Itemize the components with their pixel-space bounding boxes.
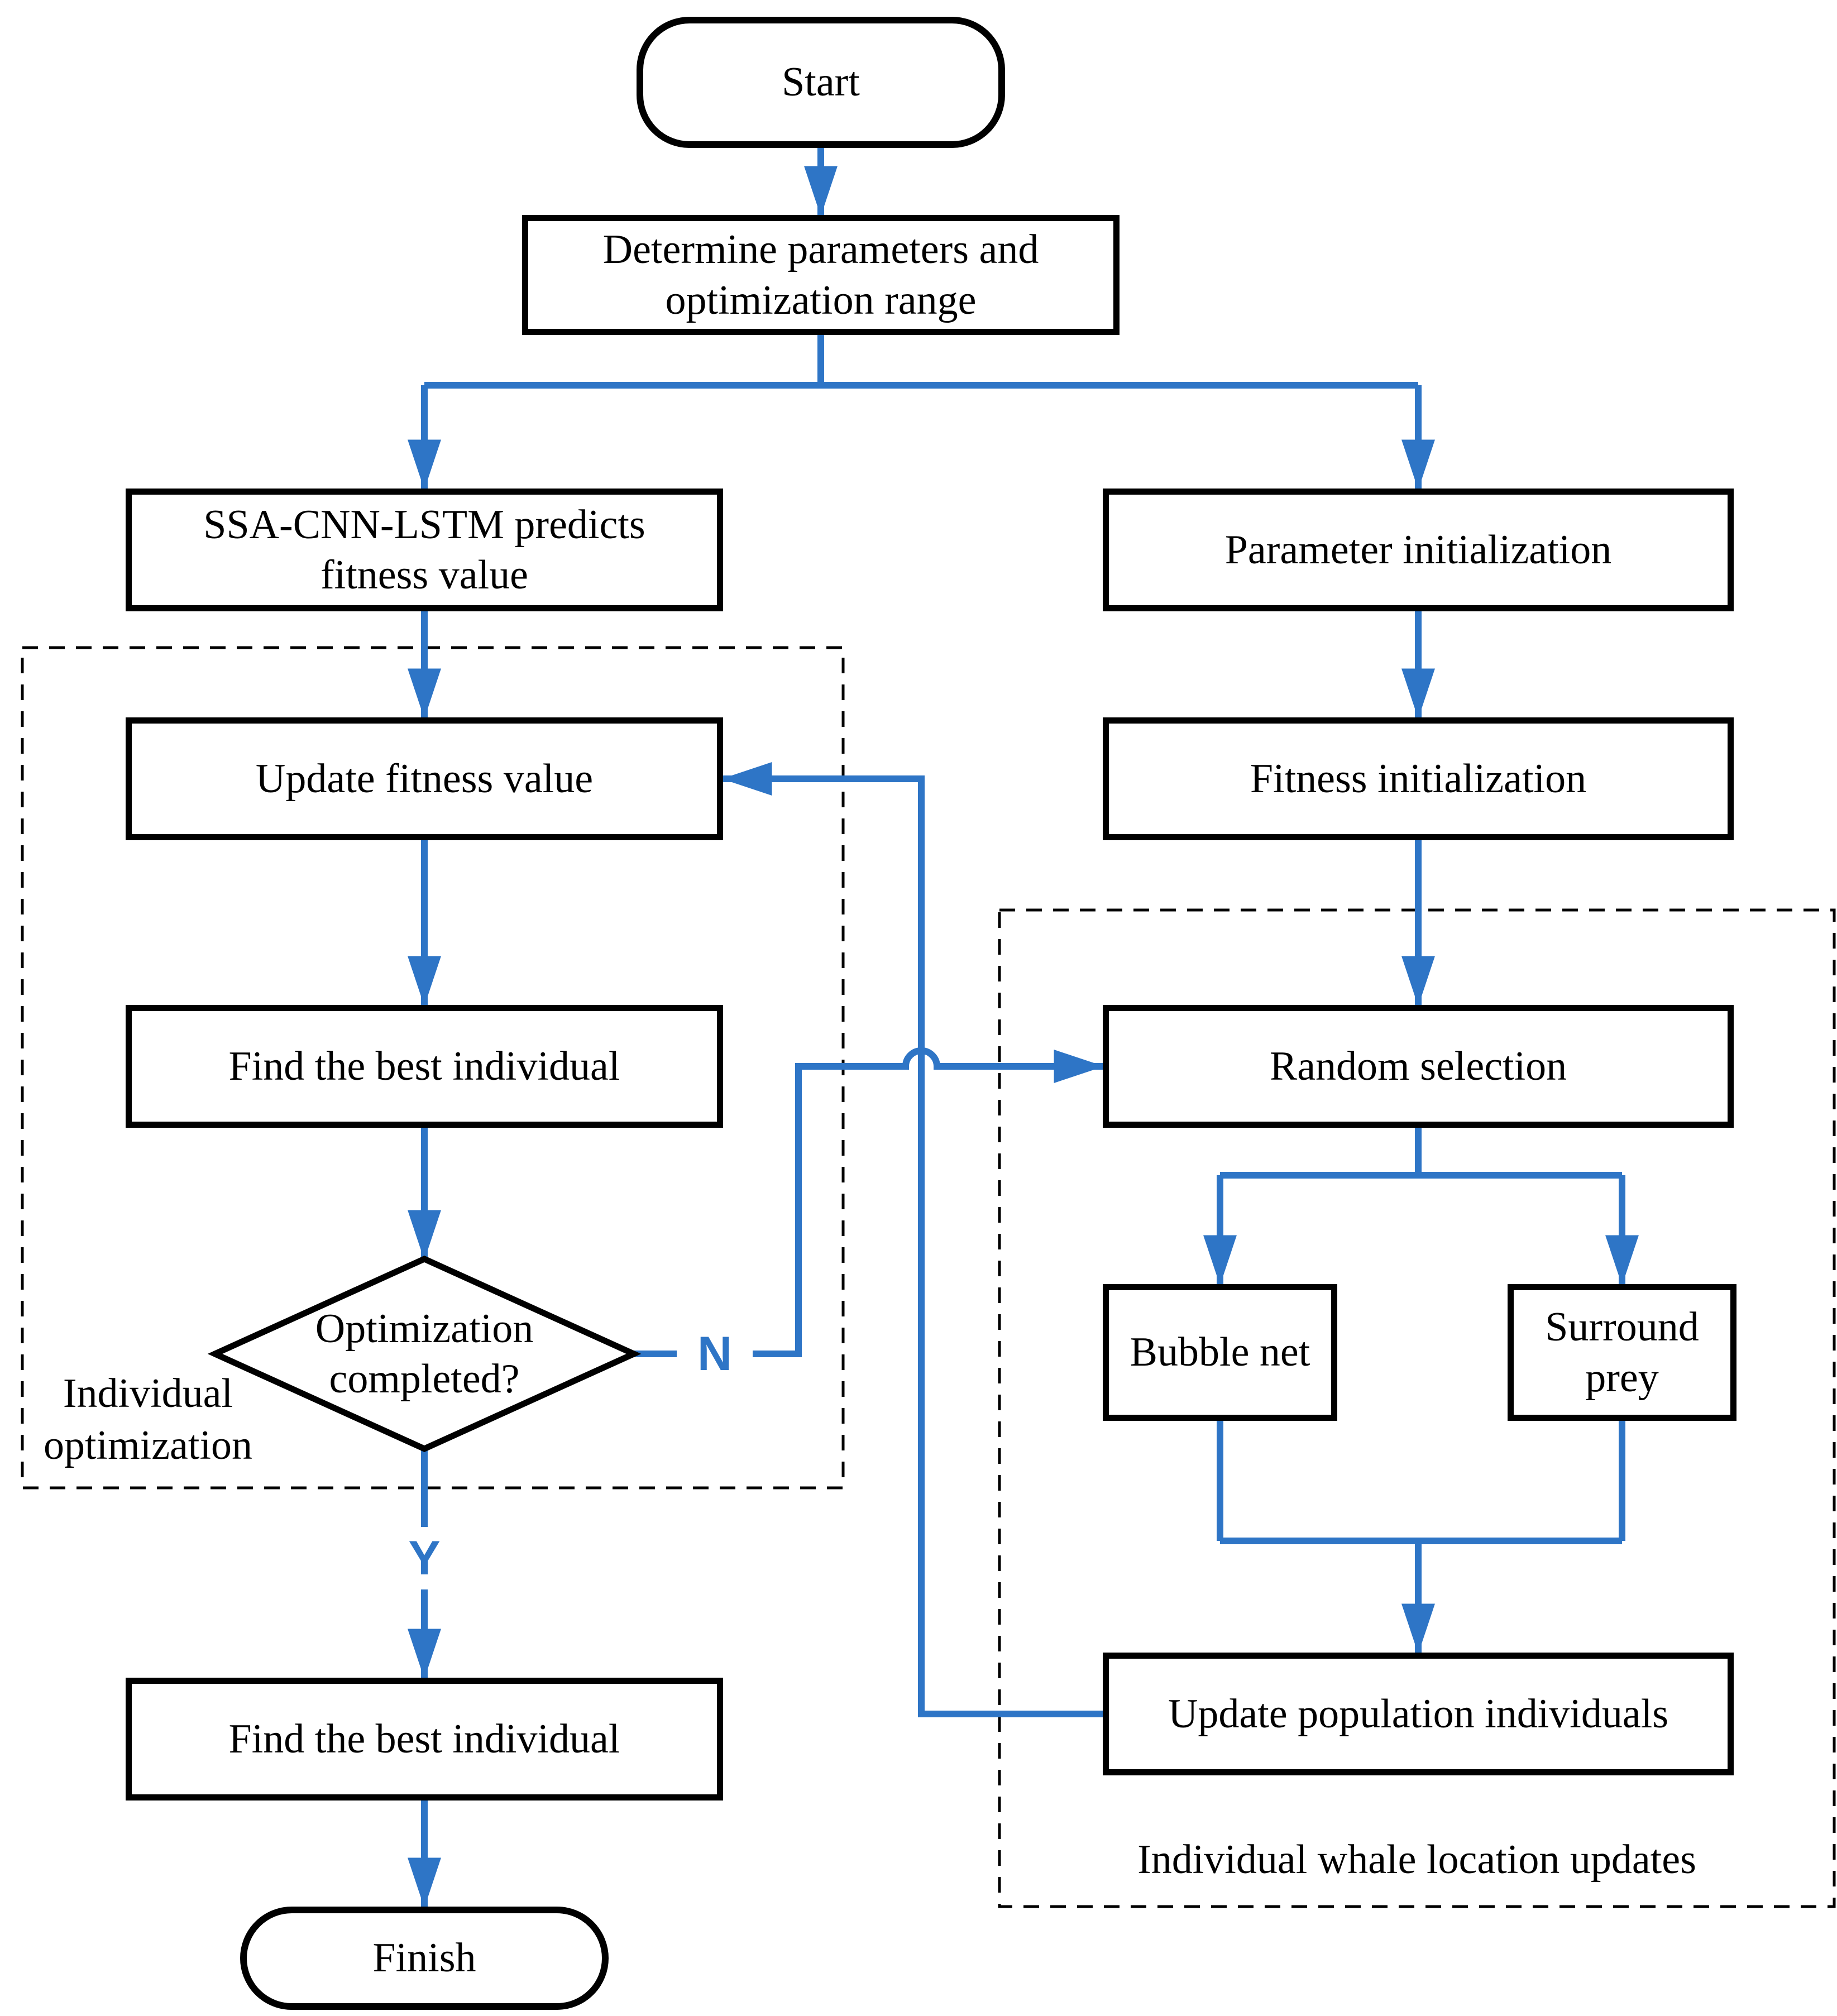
node-parameter-initialization: Parameter initialization	[1103, 489, 1734, 611]
decision-label: Optimization completed?	[315, 1305, 534, 1402]
edge-bubble-surround-merge	[1217, 1421, 1625, 1544]
group-individual-optimization-label: Individual optimization	[43, 1371, 253, 1468]
node-random-selection: Random selection	[1103, 1005, 1734, 1128]
node-fitness-initialization: Fitness initialization	[1103, 717, 1734, 840]
decision-no-label: N	[677, 1322, 753, 1386]
node-finish: Finish	[240, 1907, 609, 2010]
edge-update-population-update-fitness	[721, 762, 1103, 1717]
node-bubble-net: Bubble net	[1103, 1284, 1337, 1421]
edge-random-selection-split	[1220, 1128, 1622, 1179]
node-ssa-cnn-lstm-predict: SSA-CNN-LSTM predicts fitness value	[126, 489, 723, 611]
node-start: Start	[637, 17, 1005, 148]
node-find-best-individual-2: Find the best individual	[126, 1678, 723, 1800]
decision-diamond	[207, 1255, 642, 1453]
decision-yes-label: Y	[390, 1527, 459, 1589]
node-surround-prey: Surround prey	[1508, 1284, 1736, 1421]
group-whale-location-updates-label: Individual whale location updates	[1137, 1837, 1696, 1883]
node-update-fitness-value: Update fitness value	[126, 717, 723, 840]
node-determine-parameters: Determine parameters and optimization ra…	[522, 215, 1120, 335]
node-find-best-individual-1: Find the best individual	[126, 1005, 723, 1128]
edge-determine-split	[424, 335, 1418, 389]
node-update-population-individuals: Update population individuals	[1103, 1653, 1734, 1775]
